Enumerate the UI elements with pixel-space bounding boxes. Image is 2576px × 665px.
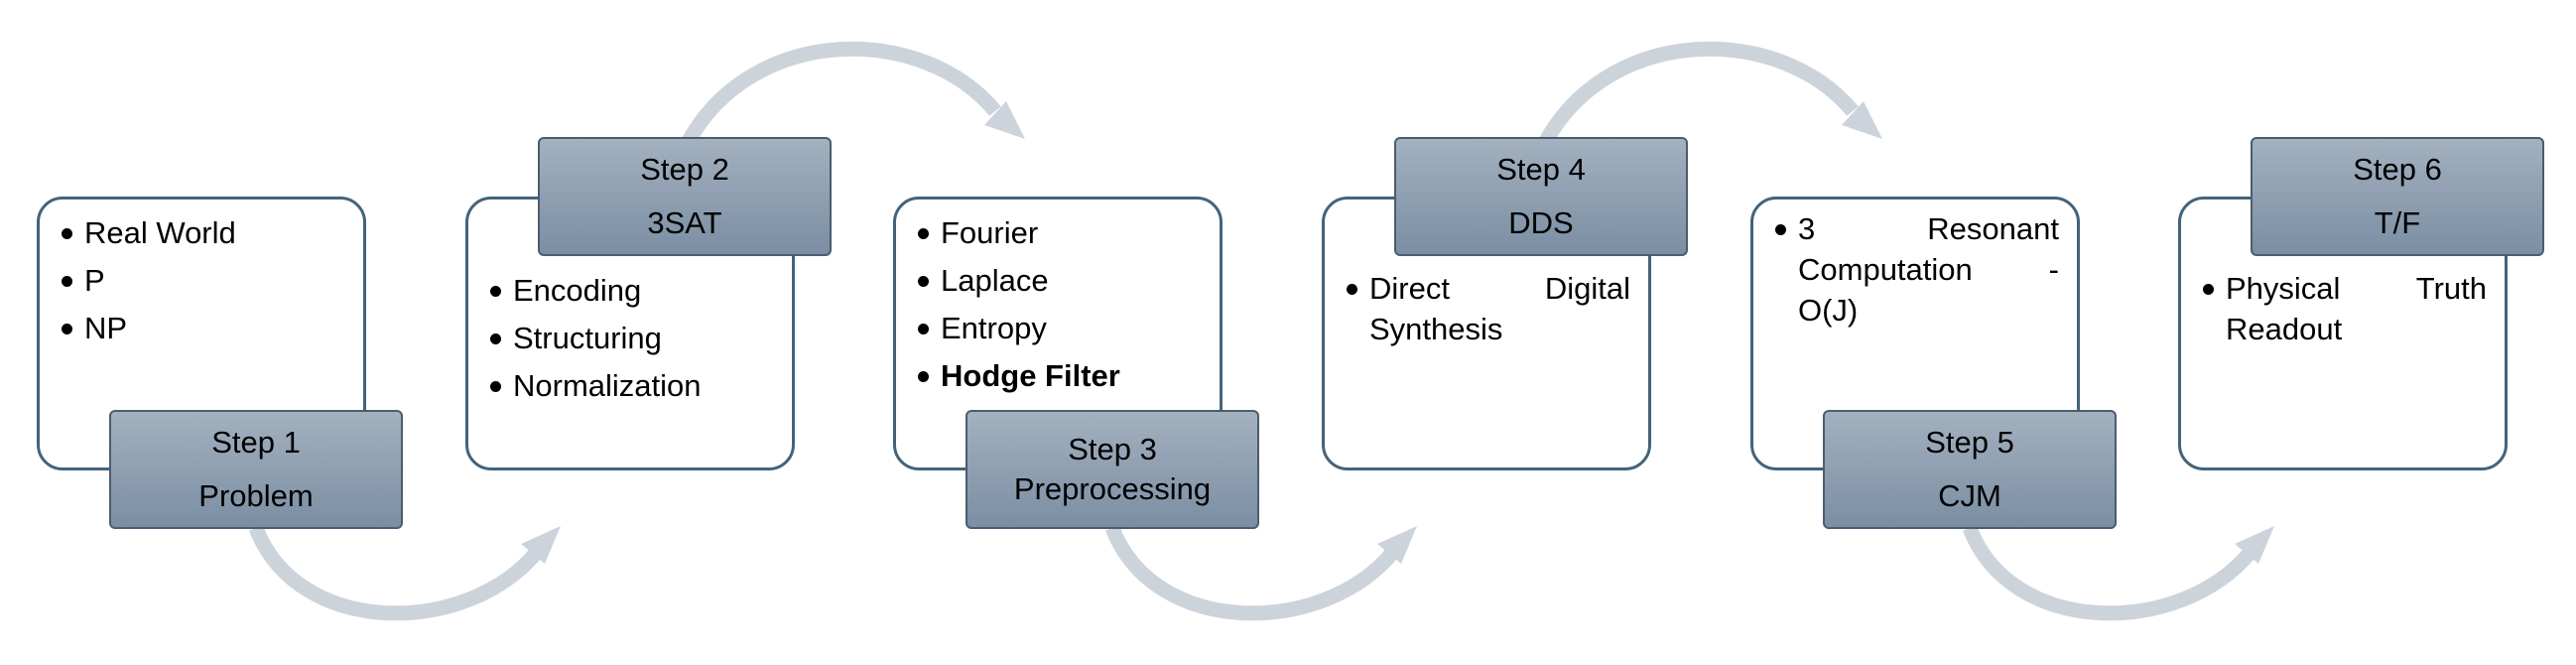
step-title: Preprocessing xyxy=(1013,471,1212,506)
curved-arrow-icon xyxy=(1962,525,2256,621)
step-title: 3SAT xyxy=(647,205,722,240)
step-label: Step 5 xyxy=(1925,425,2014,460)
step-2-bullets: Encoding Structuring Normalization xyxy=(468,267,792,410)
bullet-item: Encoding xyxy=(486,267,774,315)
step-label: Step 4 xyxy=(1496,152,1586,187)
bullet-item: Structuring xyxy=(486,315,774,362)
bullet-item: 3 Resonant Computation - O(J) xyxy=(1771,205,2059,331)
curved-arrow-icon xyxy=(1539,41,1859,145)
step-title: CJM xyxy=(1938,478,2001,513)
curved-arrow-icon xyxy=(248,525,543,621)
step-3-tab[interactable]: Step 3 Preprocessing xyxy=(966,410,1259,529)
step-title: DDS xyxy=(1508,205,1574,240)
step-title: T/F xyxy=(2374,205,2421,240)
bullet-item: Direct Digital Synthesis xyxy=(1343,265,1630,349)
step-label: Step 1 xyxy=(211,425,301,460)
step-label: Step 3 xyxy=(1068,432,1157,466)
step-4-bullets: Direct Digital Synthesis xyxy=(1325,265,1648,349)
arrowhead-icon xyxy=(2235,526,2274,564)
arrowhead-icon xyxy=(1842,101,1882,139)
step-6-bullets: Physical Truth Readout xyxy=(2181,265,2505,349)
step-label: Step 6 xyxy=(2353,152,2442,187)
bullet-item: Fourier xyxy=(914,209,1202,257)
curved-arrow-icon xyxy=(1104,525,1399,621)
bullet-item: Entropy xyxy=(914,305,1202,352)
bullet-item: Physical Truth Readout xyxy=(2199,265,2487,349)
bullet-item-emphasized: Hodge Filter xyxy=(914,352,1202,400)
bullet-item: Real World xyxy=(58,209,345,257)
bullet-item: Laplace xyxy=(914,257,1202,305)
arrowhead-icon xyxy=(1377,526,1417,564)
step-4-tab[interactable]: Step 4 DDS xyxy=(1394,137,1688,256)
bullet-item: NP xyxy=(58,305,345,352)
step-2-tab[interactable]: Step 2 3SAT xyxy=(538,137,832,256)
step-1-tab[interactable]: Step 1 Problem xyxy=(109,410,403,529)
step-title: Problem xyxy=(198,478,314,513)
step-5-tab[interactable]: Step 5 CJM xyxy=(1823,410,2117,529)
curved-arrow-icon xyxy=(682,41,1001,145)
step-6-tab[interactable]: Step 6 T/F xyxy=(2251,137,2544,256)
step-1-bullets: Real World P NP xyxy=(40,209,363,352)
step-5-bullets: 3 Resonant Computation - O(J) xyxy=(1753,205,2077,331)
bullet-item: Normalization xyxy=(486,362,774,410)
arrowhead-icon xyxy=(984,101,1025,139)
arrowhead-icon xyxy=(521,526,561,564)
step-label: Step 2 xyxy=(640,152,729,187)
step-3-bullets: Fourier Laplace Entropy Hodge Filter xyxy=(896,209,1220,400)
bullet-item: P xyxy=(58,257,345,305)
